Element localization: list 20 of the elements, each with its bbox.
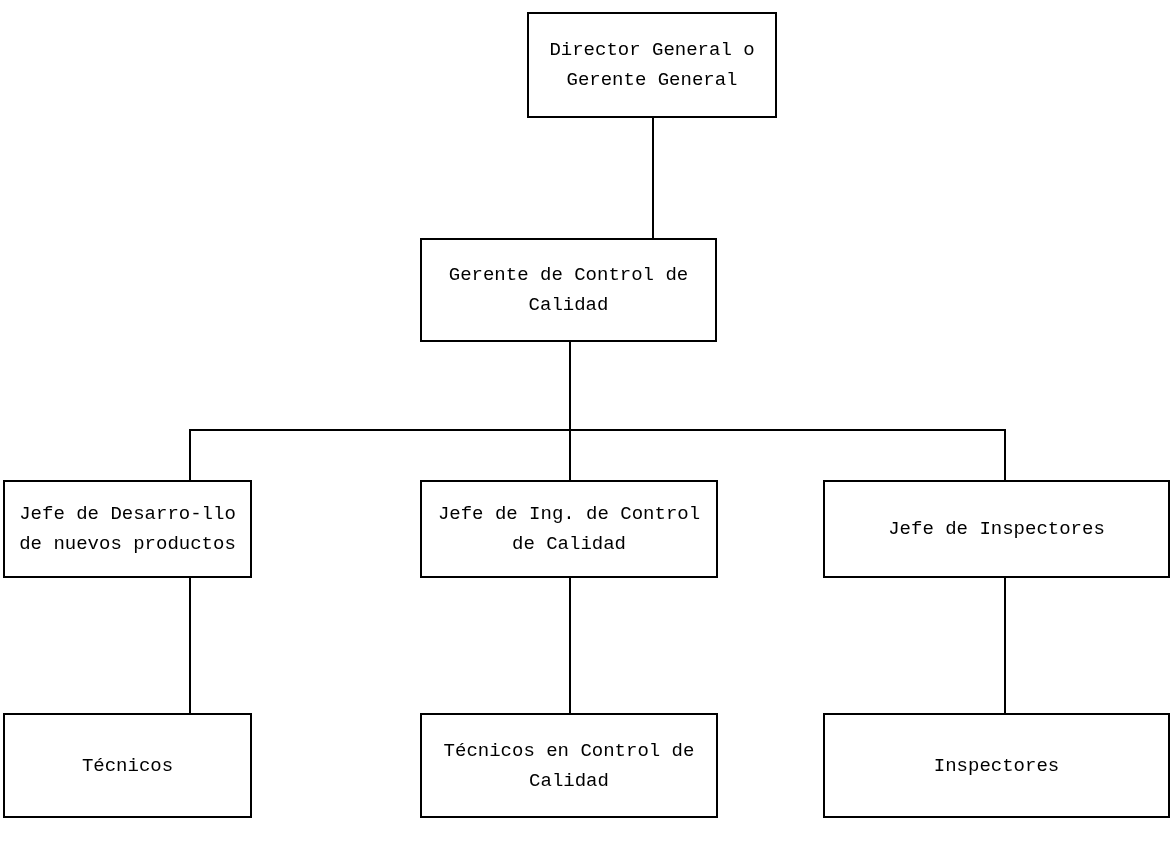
connector-line — [569, 577, 571, 714]
org-box — [823, 713, 1170, 818]
position-title: Jefe de Ing. de Control de Calidad — [436, 502, 702, 557]
position-title: Inspectores — [933, 753, 1060, 779]
org-box — [420, 480, 718, 578]
org-box — [3, 480, 252, 578]
position-title: Técnicos — [81, 753, 174, 779]
connector-line — [1004, 577, 1006, 714]
org-box — [420, 713, 718, 818]
position-title: Director General o Gerente General — [548, 38, 756, 93]
position-title: Técnicos en Control de Calidad — [442, 738, 696, 794]
position-title: Gerente de Control de Calidad — [447, 263, 690, 318]
connector-line — [652, 117, 654, 239]
org-box — [420, 238, 717, 342]
position-title: Jefe de Inspectores — [888, 517, 1105, 542]
org-box — [823, 480, 1170, 578]
connector-line — [189, 577, 191, 714]
position-title: Jefe de Desarro-llo de nuevos productos — [18, 502, 237, 557]
org-box — [527, 12, 777, 118]
org-box — [3, 713, 252, 818]
